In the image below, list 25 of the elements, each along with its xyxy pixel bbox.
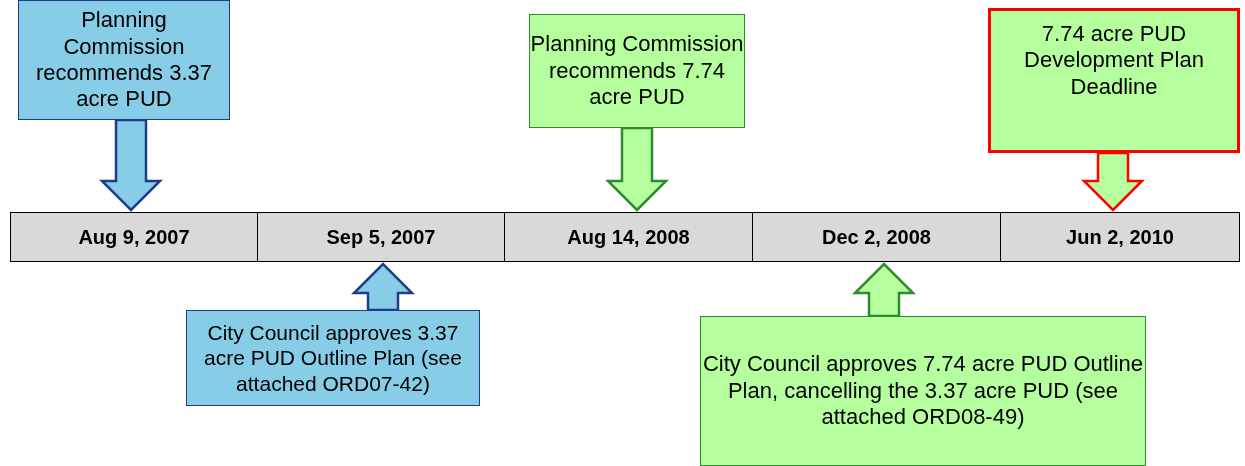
date-cell (504, 212, 753, 262)
block-arrow (1081, 151, 1145, 212)
date-label: Dec 2, 2008 (822, 225, 931, 249)
callout-box (988, 8, 1240, 153)
date-label: Aug 9, 2007 (78, 225, 190, 249)
callout-text: 7.74 acre PUD Development Plan Deadline (1023, 21, 1205, 101)
callout-text: City Council approves 3.37 acre PUD Outline Plan (see attached ORD07-42) (203, 320, 463, 396)
date-cell (257, 212, 505, 262)
callout-box (186, 310, 480, 406)
date-cell (1000, 212, 1240, 262)
date-cell (752, 212, 1001, 262)
block-arrow (605, 126, 669, 212)
block-arrow (852, 262, 916, 318)
date-cell (10, 212, 258, 262)
callout-text: Planning Commission recommends 7.74 acre PUD (530, 31, 744, 111)
callout-text: Planning Commission recommends 3.37 acre PUD (34, 7, 214, 113)
block-arrow (351, 262, 415, 312)
callout-text: City Council approves 7.74 acre PUD Outline Plan, cancelling the 3.37 acre PUD (see attached ORD08-49) (701, 351, 1145, 431)
callout-box (700, 316, 1146, 466)
date-label: Aug 14, 2008 (567, 225, 690, 249)
callout-box (18, 0, 230, 120)
callout-box (529, 14, 745, 128)
block-arrow (99, 118, 163, 212)
date-label: Jun 2, 2010 (1066, 225, 1174, 249)
date-label: Sep 5, 2007 (326, 225, 436, 249)
